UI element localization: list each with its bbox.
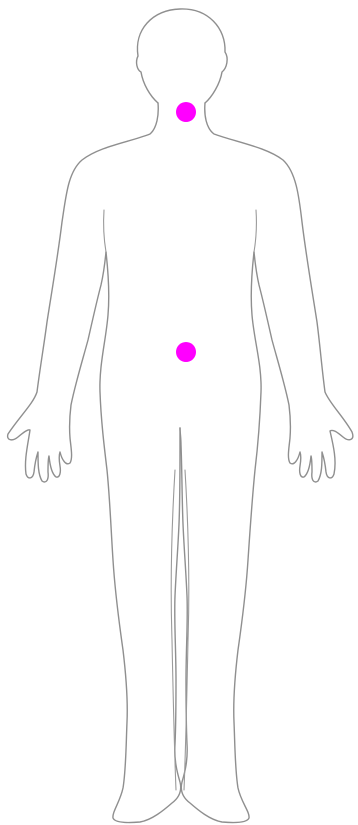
abdomen-marker	[176, 342, 196, 362]
neck-marker	[176, 102, 196, 122]
